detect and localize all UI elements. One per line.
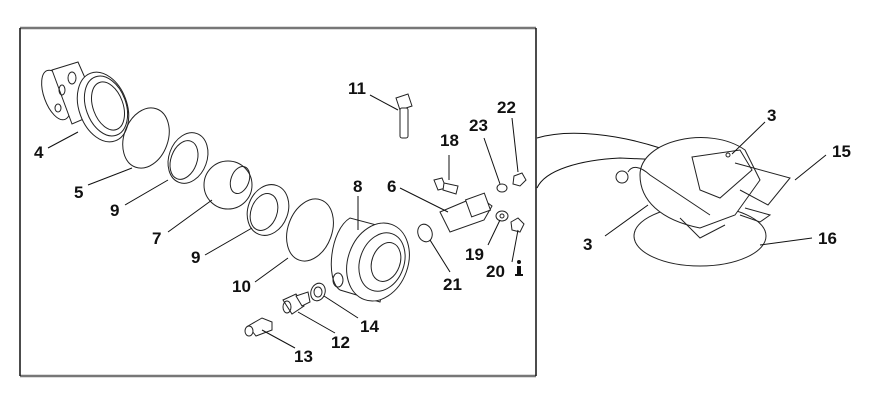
callout-22: 22 — [497, 98, 516, 117]
callout-8: 8 — [353, 177, 362, 196]
detail-connector-lines — [536, 132, 713, 189]
callout-15: 15 — [832, 142, 851, 161]
part-21-o-ring — [417, 223, 433, 243]
callout-16: 16 — [818, 229, 837, 248]
part-5-o-ring — [122, 107, 170, 169]
part-10-o-ring — [286, 198, 334, 262]
callout-20: 20 — [486, 262, 505, 281]
part-18-bolt — [433, 177, 459, 195]
part-22-nut — [512, 172, 527, 187]
callout-6: 6 — [387, 177, 396, 196]
assembly-view — [615, 137, 791, 267]
callout-11: 11 — [348, 79, 366, 98]
part-6-pin — [439, 192, 493, 233]
part-20-nut — [510, 217, 525, 233]
callout-18: 18 — [440, 131, 459, 150]
part-4-housing — [41, 61, 130, 143]
part-23-washer — [496, 183, 508, 193]
callout-13: 13 — [294, 347, 313, 366]
callout-3-bottom: 3 — [583, 235, 592, 254]
callout-4: 4 — [34, 143, 44, 162]
part-12-adapter — [282, 291, 311, 315]
callout-14: 14 — [360, 317, 379, 336]
callout-7: 7 — [152, 229, 161, 248]
leader-lines — [47, 94, 827, 349]
callout-19: 19 — [465, 245, 484, 264]
callout-12: 12 — [331, 333, 350, 352]
callout-3-top: 3 — [767, 106, 776, 125]
callout-5: 5 — [74, 183, 83, 202]
callout-9-lower: 9 — [191, 248, 200, 267]
part-8-end-cap — [330, 217, 410, 303]
callout-9: 9 — [110, 201, 119, 220]
part-9-seat-upper — [167, 132, 209, 184]
part-7-ball — [203, 160, 253, 210]
part-9-seat-lower — [246, 184, 290, 236]
detail-frame — [19, 26, 537, 378]
callout-10: 10 — [232, 277, 251, 296]
part-13-grease-fitting — [244, 317, 273, 337]
part-14-washer — [310, 282, 326, 302]
part-11-bolt — [395, 93, 413, 139]
info-icon — [515, 260, 523, 276]
callout-23: 23 — [469, 116, 488, 135]
callout-21: 21 — [443, 275, 462, 294]
part-19-washer — [495, 210, 509, 222]
